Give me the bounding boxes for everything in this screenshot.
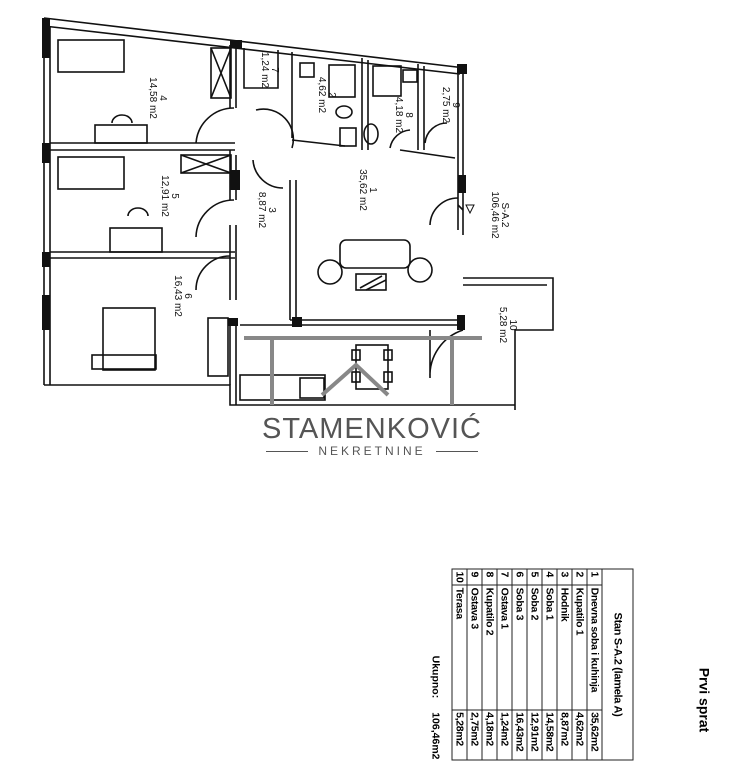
cell-area: 1,24m2 xyxy=(497,709,512,760)
cell-name: Hodnik xyxy=(557,585,572,710)
cell-num: 2 xyxy=(572,569,587,586)
sofa xyxy=(339,239,411,269)
cell-area: 16,43m2 xyxy=(512,709,527,760)
wall xyxy=(50,142,235,151)
double-bed xyxy=(102,307,156,371)
kitchen-counter xyxy=(239,374,326,401)
room-label-4: 14,58 m24 xyxy=(147,77,168,119)
logo-divider xyxy=(435,450,478,452)
logo-main-text: STAMENKOVIĆ xyxy=(262,413,482,445)
bed-1 xyxy=(57,39,125,73)
cell-name: Kupatilo 2 xyxy=(482,585,497,710)
terrace-outline xyxy=(463,277,554,410)
cell-area: 4,18m2 xyxy=(482,709,497,760)
logo-divider xyxy=(266,450,309,452)
outer-wall xyxy=(43,17,466,75)
cell-area: 14,58m2 xyxy=(542,709,557,760)
room-label-7: 1,24 m27 xyxy=(259,52,280,89)
cell-area: 5,28m2 xyxy=(452,709,467,760)
cell-num: 3 xyxy=(557,569,572,586)
cell-num: 10 xyxy=(452,569,467,586)
cell-num: 6 xyxy=(512,569,527,586)
cell-area: 12,91m2 xyxy=(527,709,542,760)
cell-area: 4,62m2 xyxy=(572,709,587,760)
cell-num: 4 xyxy=(542,569,557,586)
floor-label: Prvi sprat xyxy=(696,667,713,733)
cell-num: 9 xyxy=(467,569,482,586)
room-label-9: 2,75 m29 xyxy=(440,87,461,124)
table-total: Ukupno: 106,46m2 xyxy=(430,569,442,764)
room-label-6: 16,43 m26 xyxy=(172,275,193,317)
room-label-2: 4,62 m22 xyxy=(316,77,337,114)
cell-name: Soba 2 xyxy=(527,585,542,710)
unit-label: 106,46 m2S-A.2 xyxy=(489,191,510,239)
room-label-3: 8,87 m23 xyxy=(256,192,277,229)
cell-name: Terasa xyxy=(452,585,467,710)
cell-num: 7 xyxy=(497,569,512,586)
company-logo: STAMENKOVIĆ NEKRETNINE xyxy=(222,412,522,458)
section-line xyxy=(244,336,482,405)
room-label-8: 4,18 m28 xyxy=(393,97,414,134)
cell-area: 8,87m2 xyxy=(557,709,572,760)
cell-num: 8 xyxy=(482,569,497,586)
cell-area: 35,62m2 xyxy=(587,709,602,760)
floor-plan: 35,62 m21 4,62 m22 8,87 m23 14,58 m24 12… xyxy=(42,17,554,410)
cell-name: Dnevna soba i kuhinja xyxy=(587,585,602,710)
cell-num: 5 xyxy=(527,569,542,586)
table-title: Stan S-A.2 (lamela A) xyxy=(602,569,633,760)
cell-num: 1 xyxy=(587,569,602,586)
total-label: Ukupno: xyxy=(429,655,442,699)
logo-sub-text: NEKRETNINE xyxy=(318,444,426,458)
cell-name: Ostava 1 xyxy=(497,585,512,710)
total-value: 106,46m2 xyxy=(429,712,442,760)
room-label-10: 5,28 m210 xyxy=(497,307,518,344)
cell-name: Soba 3 xyxy=(512,585,527,710)
cell-name: Ostava 3 xyxy=(467,585,482,710)
cell-name: Soba 1 xyxy=(542,585,557,710)
room-label-5: 12,91 m25 xyxy=(159,175,180,217)
cell-name: Kupatilo 1 xyxy=(572,585,587,710)
room-label-1: 35,62 m21 xyxy=(357,169,378,211)
cell-area: 2,75m2 xyxy=(467,709,482,760)
logo-subtitle: NEKRETNINE xyxy=(222,444,522,458)
